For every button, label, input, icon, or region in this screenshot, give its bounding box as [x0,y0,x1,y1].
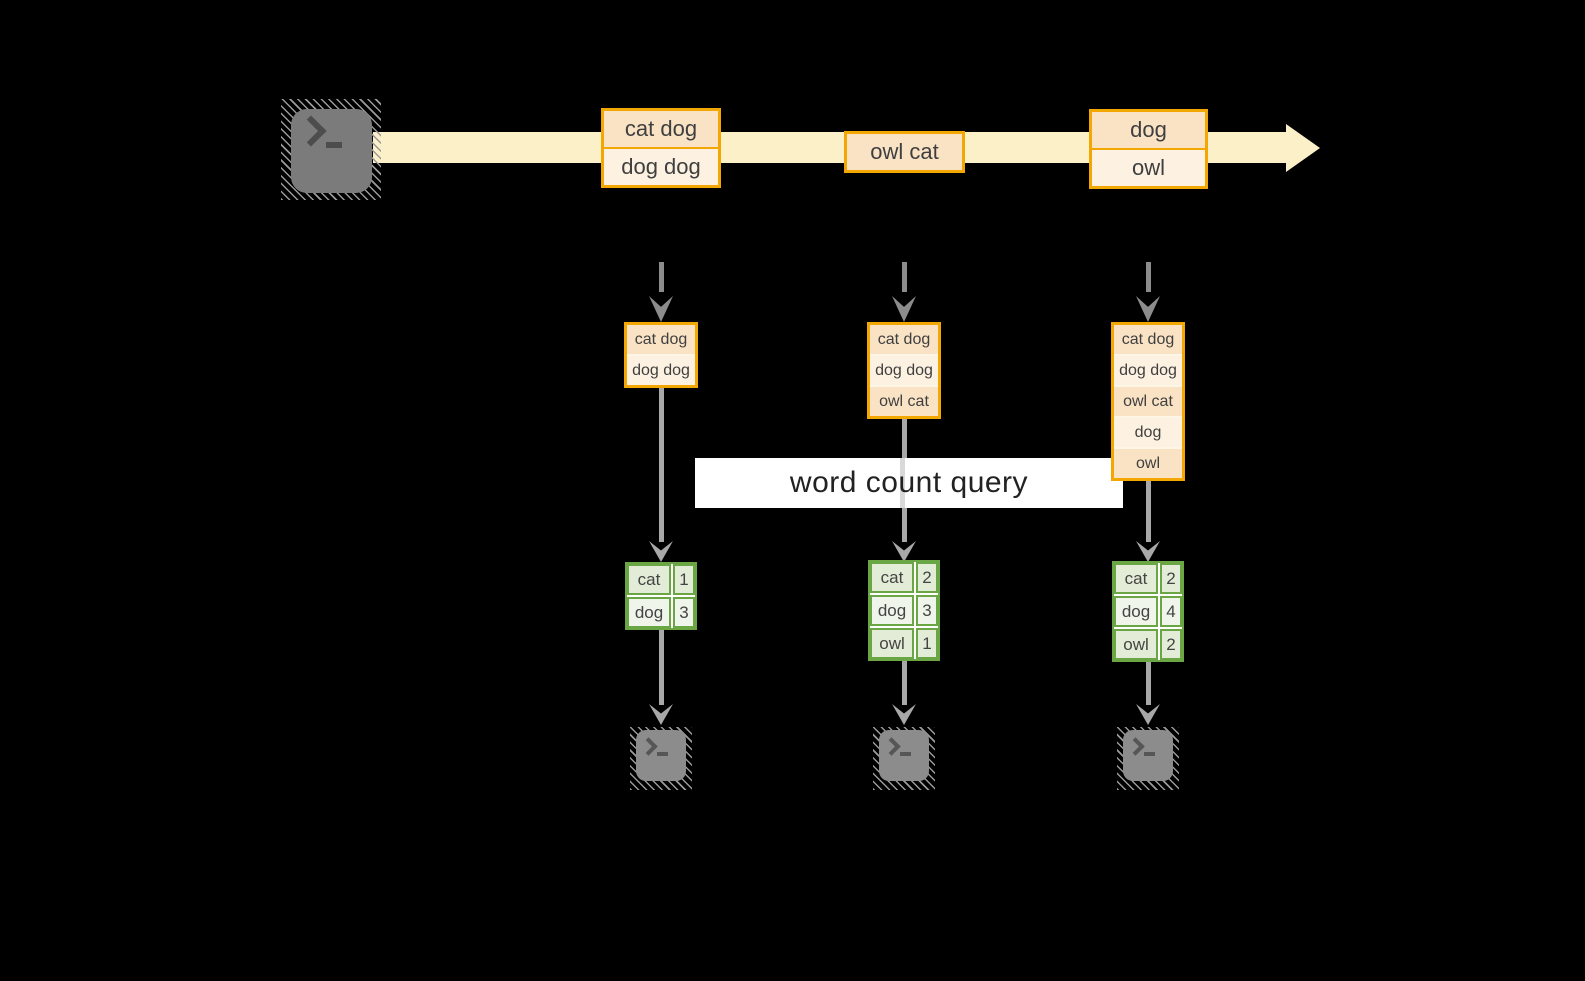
result-table: cat 1 dog 3 [625,562,697,630]
result-count: 3 [916,595,938,626]
flow-arrowhead-icon [892,541,916,562]
prompt-underscore-icon [1144,752,1155,756]
result-word: cat [627,564,671,595]
result-count: 3 [673,597,695,628]
dashed-arrowhead-icon [1136,296,1160,322]
stream-event-box: dog owl [1089,109,1208,189]
result-count: 2 [916,562,938,593]
result-word: owl [1114,629,1158,660]
prompt-underscore-icon [326,142,342,148]
flow-line [902,657,907,705]
dashed-arrow-icon [1146,262,1151,292]
stream-event-box: owl cat [844,131,965,173]
snapshot-record: owl [1114,449,1182,478]
stream-arrowhead-icon [1286,124,1320,172]
event-record: owl [1092,148,1205,186]
snapshot-stack: cat dog dog dog owl cat [867,322,941,419]
prompt-chevron-icon [882,737,901,756]
flow-line [659,386,664,542]
snapshot-stack: cat dog dog dog [624,322,698,388]
result-word: cat [870,562,914,593]
flow-arrowhead-icon [892,704,916,725]
snapshot-record: owl cat [870,387,938,416]
event-record: owl cat [847,134,962,170]
terminal-icon [873,727,935,790]
result-word: cat [1114,563,1158,594]
prompt-chevron-icon [639,737,658,756]
event-record: dog dog [604,147,718,185]
terminal-screen [291,109,372,193]
snapshot-record: cat dog [1114,325,1182,354]
query-label: word count query [695,458,1123,508]
result-word: dog [1114,596,1158,627]
event-record: cat dog [604,111,718,147]
stream-event-box: cat dog dog dog [601,108,721,188]
terminal-icon [630,727,692,790]
terminal-icon [281,99,381,200]
result-count: 2 [1160,563,1182,594]
result-word: owl [870,628,914,659]
snapshot-record: owl cat [1114,387,1182,416]
dashed-arrow-icon [902,262,907,292]
result-table: cat 2 dog 3 owl 1 [868,560,940,661]
dashed-arrowhead-icon [892,296,916,322]
result-count: 1 [673,564,695,595]
snapshot-record: cat dog [627,325,695,354]
flow-line [1146,479,1151,542]
snapshot-record: dog [1114,418,1182,447]
dashed-arrow-icon [659,262,664,292]
prompt-underscore-icon [657,752,668,756]
result-word: dog [627,597,671,628]
flow-line [1146,657,1151,705]
result-count: 2 [1160,629,1182,660]
terminal-icon [1117,727,1179,790]
flow-arrowhead-icon [1136,704,1160,725]
event-record: dog [1092,112,1205,148]
result-word: dog [870,595,914,626]
dashed-arrowhead-icon [649,296,673,322]
terminal-screen [636,730,686,781]
prompt-underscore-icon [900,752,911,756]
result-count: 4 [1160,596,1182,627]
result-table: cat 2 dog 4 owl 2 [1112,561,1184,662]
prompt-chevron-icon [1126,737,1145,756]
snapshot-record: dog dog [627,356,695,385]
flow-line [659,626,664,705]
flow-arrowhead-icon [649,541,673,562]
flow-line-through-label [900,458,905,508]
flow-arrowhead-icon [1136,541,1160,562]
flow-arrowhead-icon [649,704,673,725]
prompt-chevron-icon [295,115,327,147]
terminal-screen [879,730,929,781]
snapshot-record: dog dog [870,356,938,385]
snapshot-record: cat dog [870,325,938,354]
query-label-text: word count query [789,466,1029,499]
result-count: 1 [916,628,938,659]
terminal-screen [1123,730,1173,781]
snapshot-stack: cat dog dog dog owl cat dog owl [1111,322,1185,481]
snapshot-record: dog dog [1114,356,1182,385]
